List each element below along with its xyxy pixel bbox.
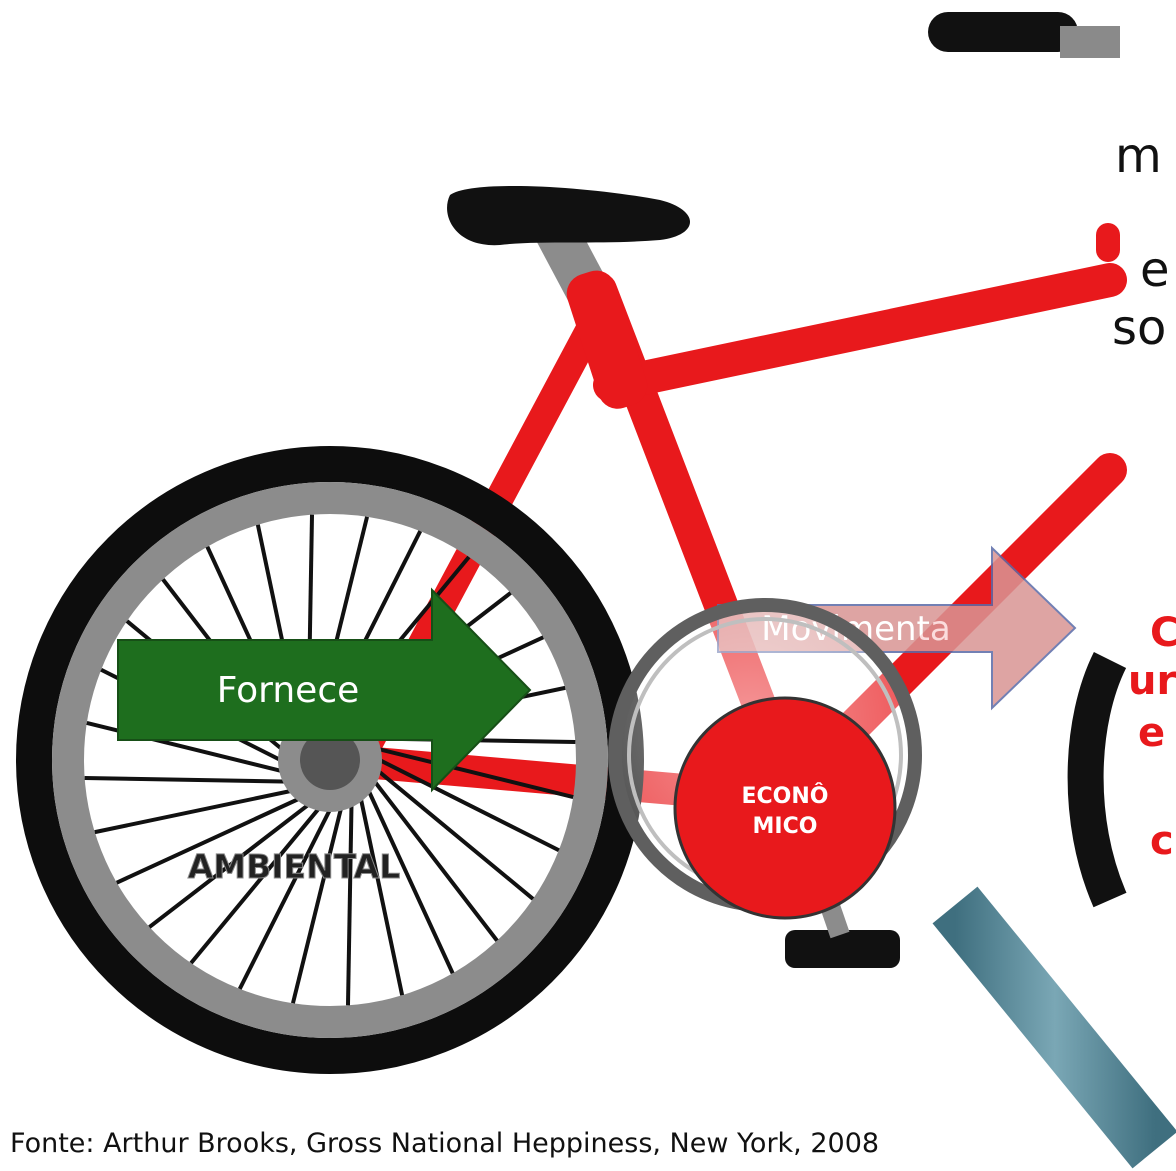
ambiental-label: AMBIENTAL: [188, 847, 401, 886]
wheel-spoke: [291, 797, 346, 1004]
wheel-spoke: [362, 780, 455, 975]
cropped-red-text-4: c: [1150, 818, 1174, 864]
wheel-spoke: [367, 744, 574, 799]
rear-wheel: [16, 446, 644, 1074]
seat: [447, 185, 690, 339]
seat-clamp: [566, 270, 648, 409]
wheel-spoke: [368, 762, 535, 901]
wheel-spoke: [94, 786, 303, 835]
economico-label-2: MICO: [753, 814, 818, 839]
handlebar: [928, 12, 1120, 58]
wheel-spoke: [148, 796, 319, 929]
wheel-spoke: [356, 787, 405, 996]
wheel-spoke: [115, 792, 310, 885]
fornece-label: Fornece: [217, 670, 360, 711]
pedal: [785, 930, 900, 968]
wheel-spoke: [189, 798, 328, 965]
cropped-text-1: m: [1115, 128, 1162, 184]
wheel-spoke: [84, 775, 297, 784]
cropped-red-text-2: ur: [1128, 658, 1176, 704]
wheel-spoke: [345, 793, 354, 1006]
economico-label-1: ECONÔ: [742, 783, 829, 809]
source-footer: Fonte: Arthur Brooks, Gross National Hep…: [10, 1128, 880, 1159]
cropped-text-3: so: [1112, 300, 1167, 356]
front-wheel: [1067, 651, 1127, 908]
fornece-arrow: Fornece: [117, 587, 532, 793]
wheel-spoke: [237, 798, 337, 990]
cropped-text-2: e: [1140, 242, 1170, 298]
magnifying-glass-icon: [608, 598, 1176, 1169]
cropped-red-text-3: e: [1138, 710, 1166, 756]
wheel-spoke: [368, 753, 560, 853]
wheel-spoke: [366, 771, 499, 942]
cropped-red-text-1: C: [1150, 610, 1176, 656]
economico-node: ECONÔ MICO: [673, 696, 897, 920]
